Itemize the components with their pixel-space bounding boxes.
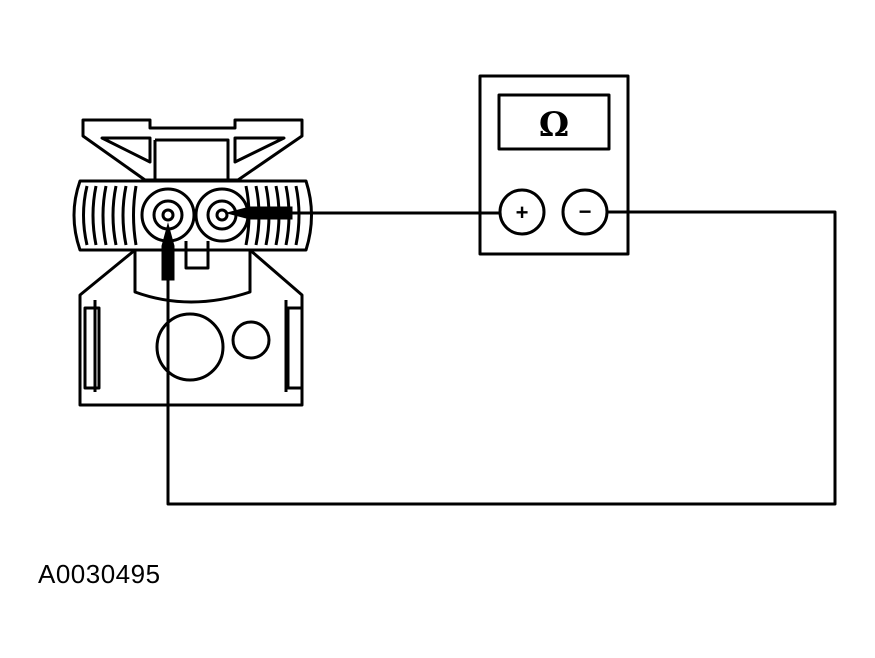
- ohmmeter-display: [497, 93, 611, 151]
- ohmmeter-body: [478, 74, 630, 256]
- lead-negative-wire: [166, 210, 837, 506]
- mounting-hole-large: [155, 312, 225, 382]
- electrical-connector: [72, 118, 313, 407]
- ohm-symbol: Ω: [539, 105, 569, 145]
- probe-tip-negative: [161, 222, 175, 281]
- mounting-hole-small: [231, 320, 271, 360]
- figure-id-caption: A0030495: [38, 559, 161, 589]
- ohmmeter: [478, 74, 630, 256]
- negative-label: −: [579, 199, 592, 224]
- test-leads: [166, 210, 837, 506]
- connector-body: [72, 179, 313, 252]
- probe-tip-positive: [225, 206, 293, 220]
- positive-label: +: [516, 200, 529, 225]
